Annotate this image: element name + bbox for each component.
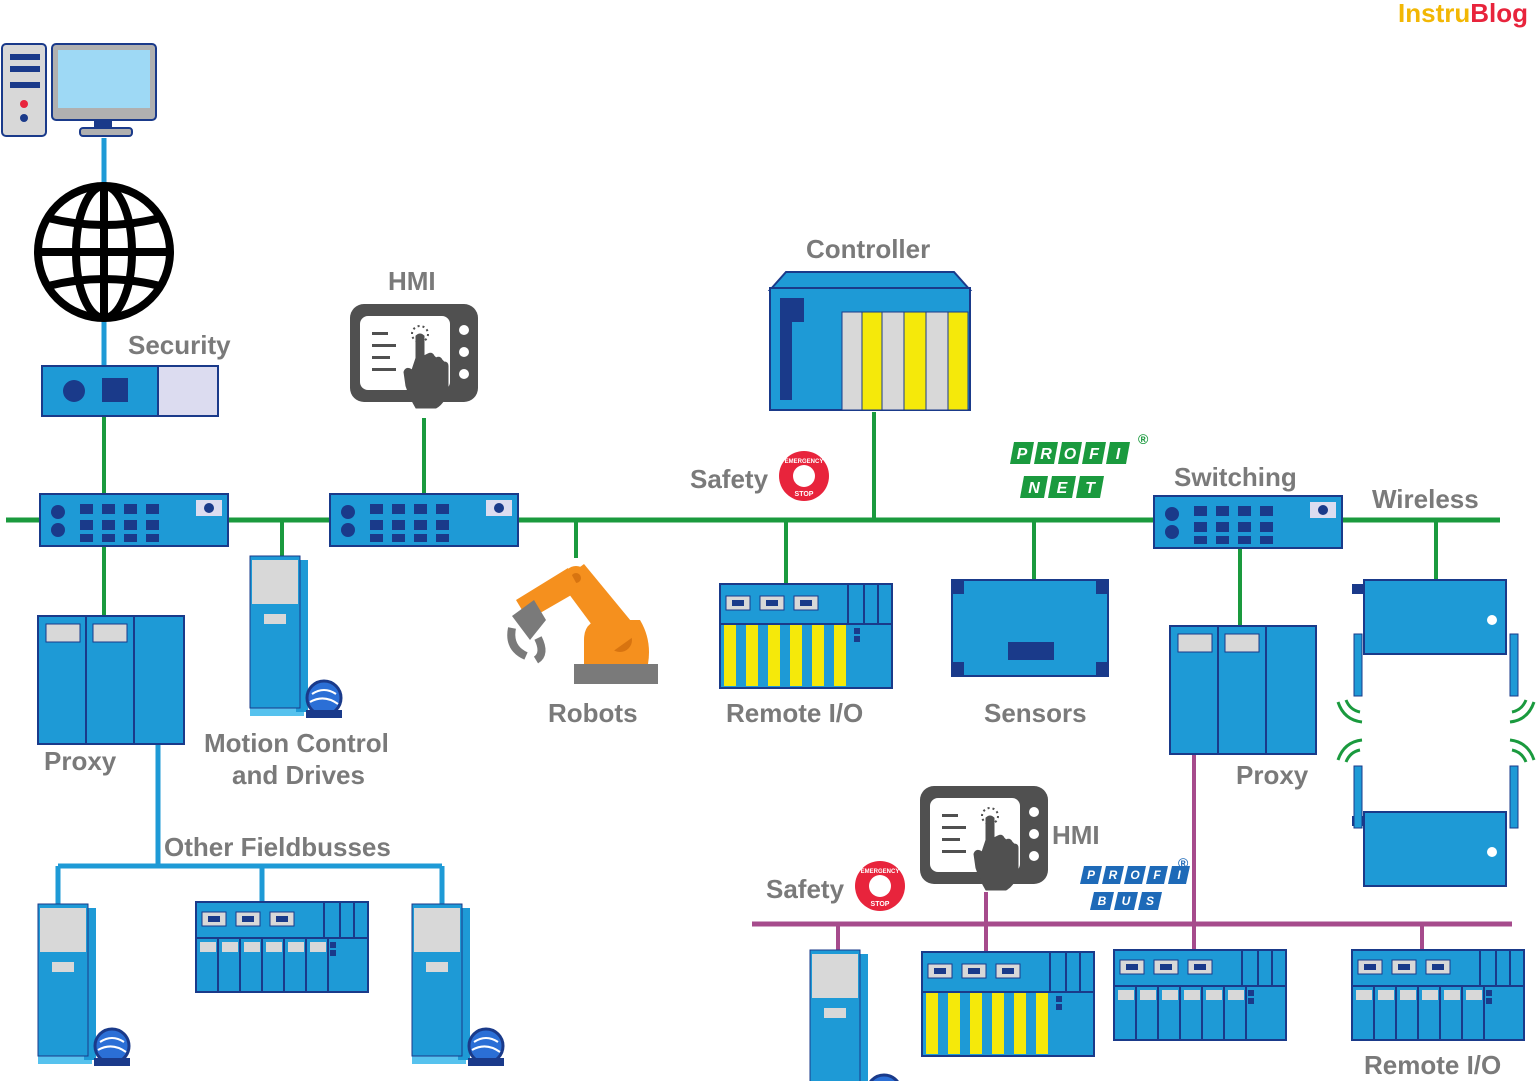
label-wireless: Wireless — [1372, 484, 1479, 514]
profibus-tile — [1146, 866, 1168, 884]
label-proxy-right: Proxy — [1236, 760, 1309, 790]
estop-top-text: EMERGENCY — [785, 459, 824, 465]
wireless-signal-icon — [1336, 699, 1536, 763]
network-switch-hmi — [329, 493, 519, 547]
logo-part2: Blog — [1470, 0, 1528, 28]
label-security: Security — [128, 330, 231, 360]
profibus-registered: ® — [1178, 855, 1189, 871]
profibus-tile — [1138, 892, 1162, 910]
computer-icon — [1, 43, 157, 137]
profinet-letter: T — [1085, 480, 1096, 497]
network-switch-left — [39, 493, 229, 547]
robot-arm-icon — [507, 564, 658, 684]
proxy-left — [37, 615, 185, 745]
profinet-tile — [1010, 442, 1034, 464]
profibus-letter: B — [1098, 894, 1107, 908]
profibus-letter: S — [1146, 894, 1154, 908]
remote-io-fieldbus — [195, 901, 369, 993]
label-sensors: Sensors — [984, 698, 1087, 728]
profibus-tile — [1090, 892, 1114, 910]
profinet-letter: O — [1064, 446, 1077, 463]
profibus-letter: O — [1130, 868, 1140, 882]
controller-plc — [767, 271, 973, 411]
label-proxy-left: Proxy — [44, 746, 117, 776]
label-hmi-top: HMI — [388, 266, 436, 296]
estop-bottom-text: STOP — [795, 491, 814, 498]
profinet-letter: F — [1089, 446, 1100, 463]
proxy-right — [1169, 625, 1317, 755]
motion-drive — [248, 554, 344, 720]
profibus-letter: U — [1122, 894, 1131, 908]
profinet-letter: I — [1116, 446, 1121, 463]
profinet-tile — [1082, 442, 1106, 464]
label-robots: Robots — [548, 698, 638, 728]
estop-bottom-text: STOP — [871, 901, 890, 908]
network-switch-switching — [1153, 495, 1343, 549]
label-motion-line2: and Drives — [232, 760, 365, 790]
profinet-letter: N — [1028, 480, 1040, 497]
profibus-drive — [808, 948, 904, 1081]
profibus-letter: F — [1153, 868, 1161, 882]
profibus-tile — [1124, 866, 1146, 884]
label-safety-top: Safety — [690, 464, 769, 494]
profinet-letter: E — [1057, 480, 1069, 497]
profinet-tile — [1106, 442, 1130, 464]
label-controller: Controller — [806, 234, 930, 264]
emergency-stop-icon: EMERGENCY STOP — [855, 861, 905, 911]
fieldbus-drive-right — [410, 902, 506, 1068]
labels: Security HMI Controller Safety Switching… — [44, 234, 1501, 1080]
profinet-letter: P — [1017, 446, 1028, 463]
estop-top-text: EMERGENCY — [861, 869, 900, 875]
profibus-letter: R — [1109, 868, 1118, 882]
profibus-tile — [1102, 866, 1124, 884]
logo-part1: Instru — [1398, 0, 1470, 28]
emergency-stop-icon: EMERGENCY STOP — [779, 451, 829, 501]
profibus-letter: P — [1087, 868, 1096, 882]
profibus-tile — [1168, 866, 1190, 884]
fieldbus-drive-left — [36, 902, 132, 1068]
label-safety-bottom: Safety — [766, 874, 845, 904]
remote-io-yellow-top — [719, 583, 893, 689]
label-other-fieldbusses: Other Fieldbusses — [164, 832, 391, 862]
profibus-letter: I — [1177, 868, 1181, 882]
instrublog-logo: InstruBlog — [1398, 0, 1528, 28]
touchscreen-hmi-icon — [919, 785, 1049, 891]
sensors-device — [951, 579, 1109, 677]
touchscreen-hmi-icon — [349, 303, 479, 409]
wireless-units — [1336, 579, 1536, 887]
profibus-tile — [1114, 892, 1138, 910]
label-remote-io-bottom: Remote I/O — [1364, 1050, 1501, 1080]
remote-io-profibus-right — [1351, 949, 1525, 1041]
remote-io-profibus-middle — [1113, 949, 1287, 1041]
profinet-tile — [1034, 442, 1058, 464]
remote-io-yellow-bottom — [921, 951, 1095, 1057]
label-remote-io-top: Remote I/O — [726, 698, 863, 728]
label-motion-line1: Motion Control — [204, 728, 389, 758]
profinet-registered: ® — [1138, 431, 1149, 447]
profinet-letter: R — [1040, 446, 1052, 463]
label-hmi-bottom: HMI — [1052, 820, 1100, 850]
globe-icon — [34, 182, 174, 322]
profinet-tile — [1048, 476, 1076, 498]
profinet-tile — [1076, 476, 1104, 498]
security-device — [41, 365, 219, 417]
profibus-tile — [1080, 866, 1102, 884]
connection-lines — [6, 138, 1512, 952]
label-switching: Switching — [1174, 462, 1297, 492]
profinet-tile — [1020, 476, 1048, 498]
profinet-tile — [1058, 442, 1082, 464]
